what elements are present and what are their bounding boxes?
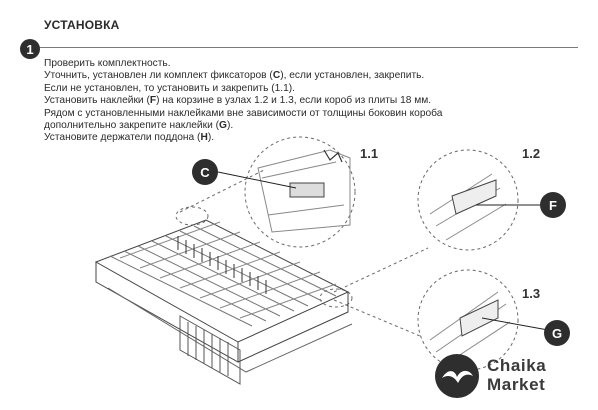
- detail-1-2-circle: [417, 149, 519, 251]
- detail-label-1-2: 1.2: [522, 146, 541, 161]
- brand-name-line2: Market: [487, 375, 546, 394]
- seagull-logo-icon: [435, 354, 479, 398]
- heading-divider: [36, 47, 578, 48]
- instruction-line: Установить наклейки (F) на корзине в узл…: [44, 95, 432, 107]
- step-number-badge: 1: [20, 39, 40, 59]
- brand-logo: Chaika Market: [433, 352, 593, 402]
- instructions-list: Проверить комплектность. Уточнить, устан…: [44, 58, 544, 145]
- detail-label-1-1: 1.1: [360, 146, 379, 161]
- callout-c-marker: C: [192, 159, 218, 185]
- brand-name: Chaika Market: [487, 356, 546, 394]
- instruction-line: Рядом с установленными наклейками вне за…: [44, 107, 443, 119]
- section-heading: УСТАНОВКА: [44, 18, 120, 32]
- callout-f-marker: F: [540, 192, 566, 218]
- instruction-line: дополнительно закрепите наклейки (G).: [44, 120, 234, 132]
- instruction-line: Если не установлен, то установить и закр…: [44, 82, 295, 94]
- detail-label-1-3: 1.3: [522, 286, 541, 301]
- detail-1-1-circle: [244, 136, 356, 248]
- instruction-line: Проверить комплектность.: [44, 58, 171, 69]
- instruction-line: Установите держатели поддона (H).: [44, 132, 215, 144]
- instruction-line: Уточнить, установлен ли комплект фиксато…: [44, 70, 425, 82]
- brand-name-line1: Chaika: [487, 356, 547, 375]
- callout-g-marker: G: [544, 320, 570, 346]
